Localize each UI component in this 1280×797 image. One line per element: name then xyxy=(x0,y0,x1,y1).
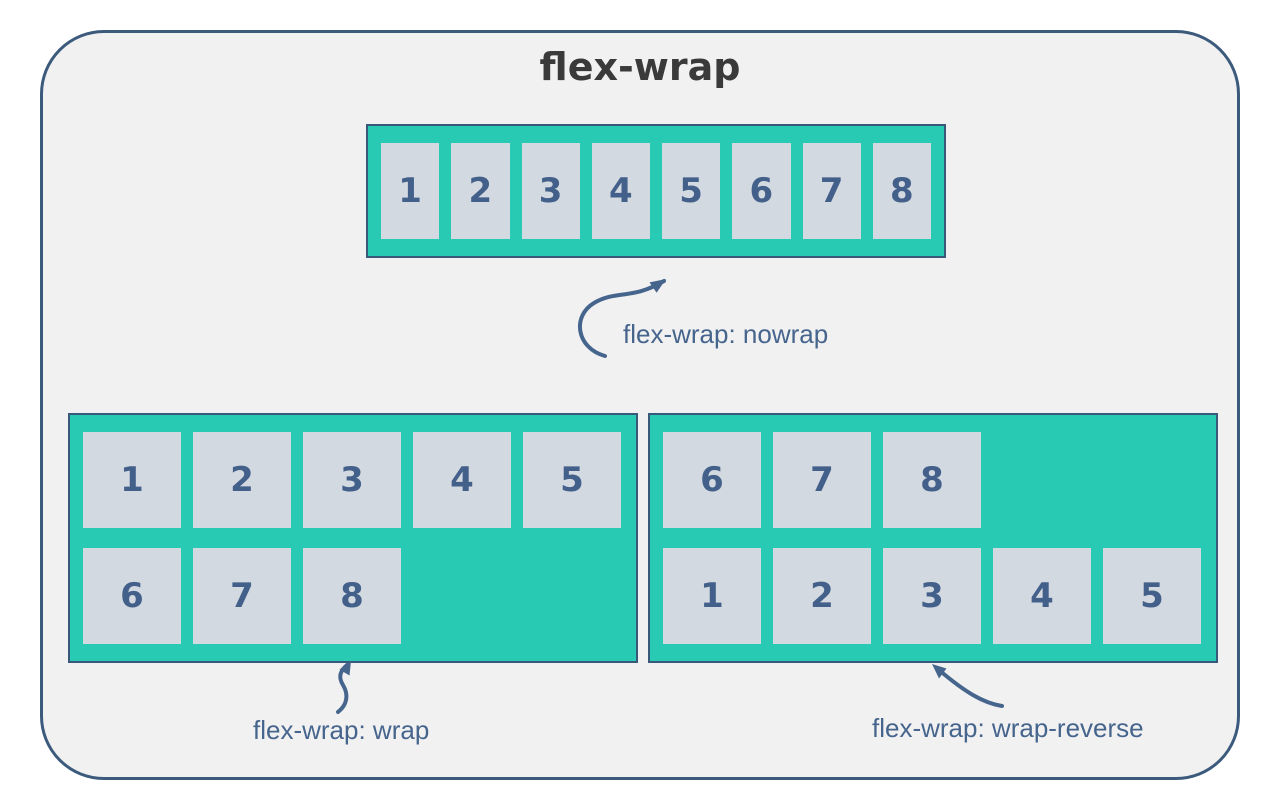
flex-item: 5 xyxy=(662,143,721,239)
flex-item: 2 xyxy=(193,432,291,528)
flex-item: 7 xyxy=(773,432,871,528)
flex-item: 1 xyxy=(83,432,181,528)
flex-item: 6 xyxy=(732,143,791,239)
flex-item: 3 xyxy=(521,143,580,239)
wrap-arrow-icon xyxy=(336,661,351,714)
flex-item: 3 xyxy=(303,432,401,528)
flex-item: 2 xyxy=(773,548,871,644)
nowrap-label: flex-wrap: nowrap xyxy=(623,319,829,349)
flex-item: 4 xyxy=(993,548,1091,644)
flex-item: 8 xyxy=(872,143,931,239)
flex-item: 6 xyxy=(83,548,181,644)
flex-item: 1 xyxy=(663,548,761,644)
flex-item: 7 xyxy=(802,143,861,239)
flex-item: 4 xyxy=(591,143,650,239)
flex-item: 2 xyxy=(451,143,510,239)
flex-item: 4 xyxy=(413,432,511,528)
diagram-title: flex-wrap xyxy=(539,45,741,89)
flex-item: 3 xyxy=(883,548,981,644)
flex-item: 7 xyxy=(193,548,291,644)
flex-item: 1 xyxy=(381,143,440,239)
nowrap-arrow-icon xyxy=(578,279,666,358)
wrap-reverse-label: flex-wrap: wrap-reverse xyxy=(872,713,1144,743)
flex-item: 5 xyxy=(1103,548,1201,644)
flex-item: 8 xyxy=(303,548,401,644)
flex-item: 5 xyxy=(523,432,621,528)
flex-item: 6 xyxy=(663,432,761,528)
flex-item: 8 xyxy=(883,432,981,528)
wrap-label: flex-wrap: wrap xyxy=(253,715,430,745)
wrap-reverse-arrow-icon xyxy=(932,664,1004,708)
